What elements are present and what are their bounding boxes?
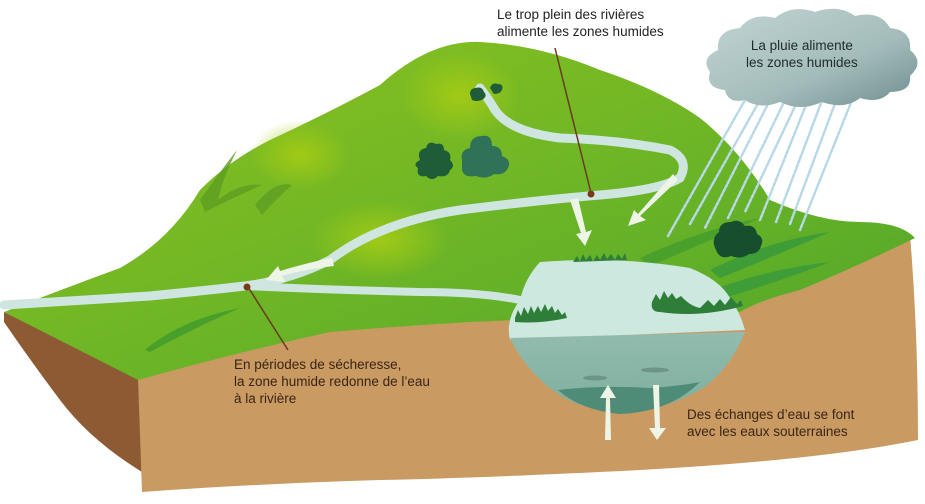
tree-icon <box>713 220 763 258</box>
arrow-icon <box>570 198 592 246</box>
tree-icon <box>490 83 503 94</box>
label-line: alimente les zones humides <box>497 24 664 39</box>
wetland <box>508 253 745 414</box>
label-line: La pluie alimente <box>750 38 853 53</box>
arrow-icon <box>628 174 678 226</box>
grass-blade <box>145 308 240 352</box>
fish-icon <box>583 375 607 381</box>
label-line: à la rivière <box>234 391 297 406</box>
reeds <box>515 304 567 323</box>
tree-icon <box>470 87 486 101</box>
label-line: les zones humides <box>746 55 858 70</box>
river-branch <box>241 282 524 304</box>
label-line: Des échanges d’eau se font <box>687 407 855 422</box>
groundwater-arrow-down-icon <box>649 385 666 440</box>
label-rain: La pluie alimente les zones humides <box>746 37 858 71</box>
leader-lines <box>247 47 592 351</box>
label-line: la zone humide redonne de l’eau <box>234 374 430 389</box>
hill-highlight <box>250 120 350 190</box>
grass-blade <box>700 262 830 302</box>
trees <box>415 83 763 258</box>
label-drought: En périodes de sécheresse, la zone humid… <box>234 356 430 407</box>
tree-icon <box>415 142 453 179</box>
grass-blade <box>200 150 262 212</box>
grass-blade <box>255 184 292 215</box>
hill-highlight <box>400 50 520 140</box>
label-line: En périodes de sécheresse, <box>234 357 402 372</box>
label-line: Le trop plein des rivières <box>497 7 645 22</box>
reeds <box>651 291 743 314</box>
leader-dot <box>243 283 251 291</box>
wetland-bottom <box>558 382 700 414</box>
label-groundwater: Des échanges d’eau se font avec les eaux… <box>687 406 854 440</box>
river-main <box>0 83 688 310</box>
flow-arrows <box>266 174 678 440</box>
groundwater-arrow-up-icon <box>600 385 616 440</box>
fish-icon <box>641 367 669 373</box>
soil-side-face <box>4 312 142 472</box>
river <box>0 83 688 310</box>
tree-icon <box>461 135 510 178</box>
arrow-icon <box>266 258 334 282</box>
wetland-surface <box>508 260 745 340</box>
label-line: avec les eaux souterraines <box>687 424 848 439</box>
rain-cloud-icon <box>706 8 918 107</box>
rain <box>666 88 858 238</box>
leader-dot <box>587 190 595 198</box>
reeds <box>573 253 627 262</box>
label-river-overflow: Le trop plein des rivières alimente les … <box>497 6 664 40</box>
grass-blade <box>710 232 830 278</box>
